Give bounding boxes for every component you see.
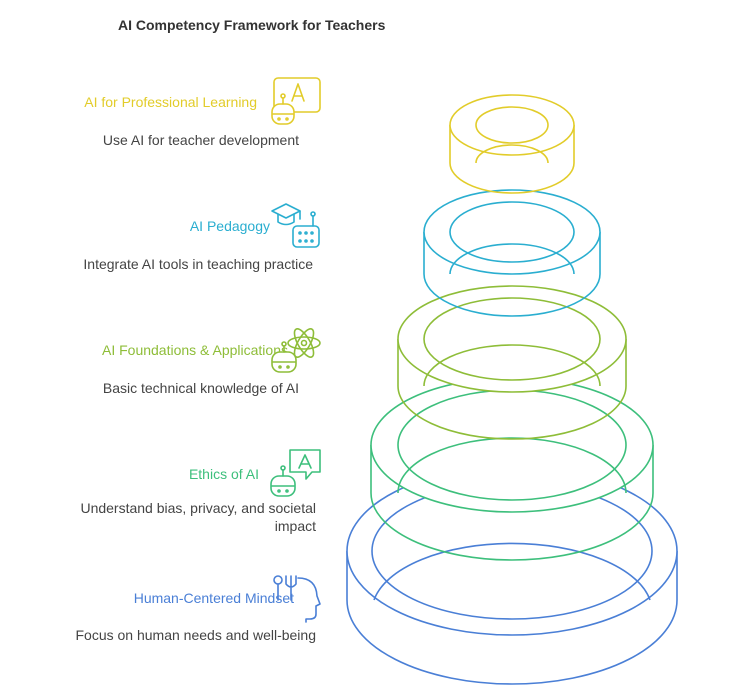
level-title-foundations: AI Foundations & Applications xyxy=(101,342,288,358)
ring-pedagogy xyxy=(423,189,601,317)
level-title-ethics: Ethics of AI xyxy=(188,466,259,482)
ring-ethics xyxy=(370,377,654,561)
ring-professional-learning xyxy=(449,94,575,194)
head-tools-icon xyxy=(273,575,321,623)
level-title-human-centered: Human-Centered Mindset xyxy=(133,590,294,606)
robot-letter-icon xyxy=(270,449,321,497)
level-desc-human-centered: Focus on human needs and well-being xyxy=(75,627,317,643)
level-desc-foundations: Basic technical knowledge of AI xyxy=(102,380,299,396)
level-desc-professional-learning: Use AI for teacher development xyxy=(102,132,299,148)
level-desc-ethics: Understand bias, privacy, and societal i… xyxy=(80,500,316,534)
diagram-title: AI Competency Framework for Teachers xyxy=(118,17,386,33)
ring-foundations xyxy=(397,285,627,440)
level-title-pedagogy: AI Pedagogy xyxy=(189,218,270,234)
robot-atom-icon xyxy=(271,328,321,373)
graduation-robot-icon xyxy=(271,203,320,248)
level-desc-pedagogy: Integrate AI tools in teaching practice xyxy=(83,256,313,272)
robot-letter-icon xyxy=(271,77,321,125)
level-title-professional-learning: AI for Professional Learning xyxy=(84,94,257,110)
